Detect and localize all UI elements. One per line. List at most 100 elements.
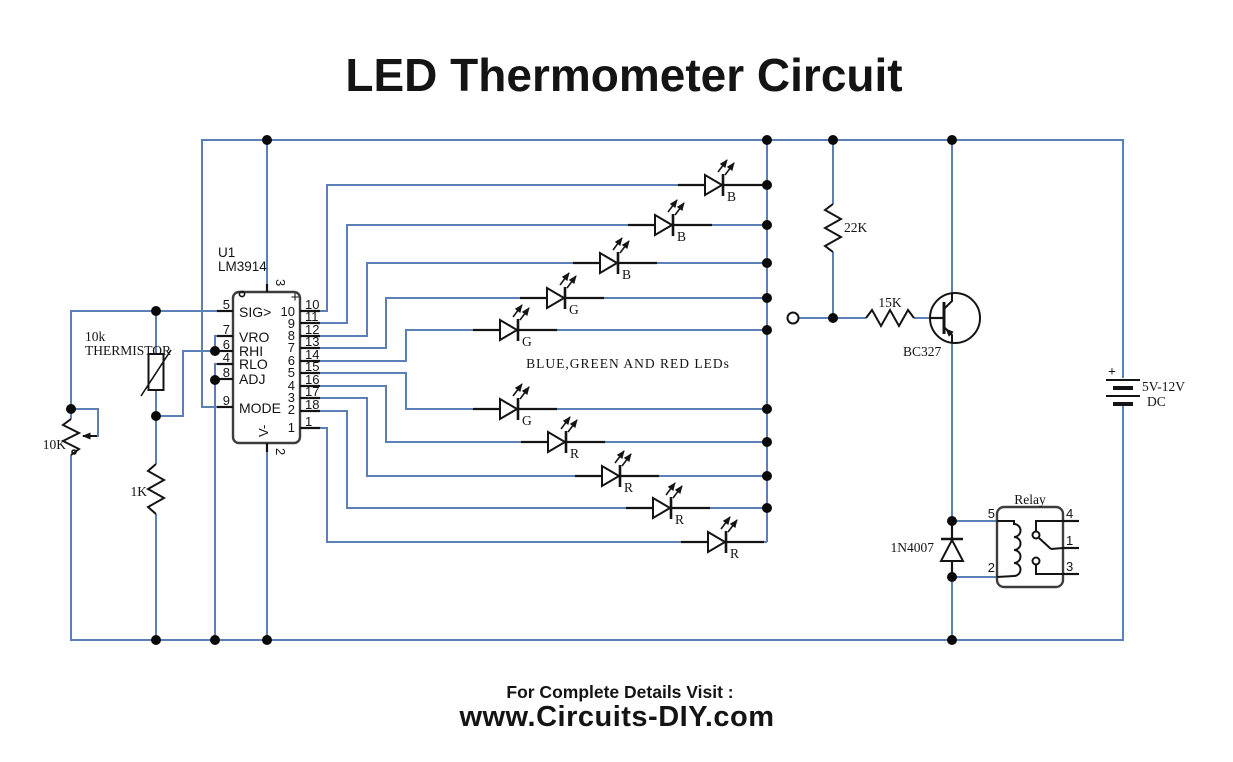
svg-text:10: 10 <box>305 297 319 312</box>
led-7-label: R <box>570 446 579 461</box>
led-3-label: B <box>622 267 631 282</box>
ic-pin1-indicator <box>238 290 246 298</box>
led-group: B B B G <box>473 159 764 561</box>
wire-vplus-rail <box>201 139 1124 408</box>
ic-lm3914: U1 LM3914 SIG> VRO RHI RLO ADJ MODE + V-… <box>217 245 320 455</box>
svg-text:11: 11 <box>305 309 319 324</box>
svg-text:3: 3 <box>288 390 295 405</box>
svg-text:5: 5 <box>223 297 230 312</box>
wire-rhi-thermistor <box>156 350 217 417</box>
led-1-blue: B <box>678 159 762 204</box>
wire-led-row-4 <box>318 297 767 349</box>
page-title: LED Thermometer Circuit <box>345 49 902 101</box>
relay: Relay 5 2 4 1 3 <box>988 492 1079 589</box>
potentiometer-label: 10K <box>43 437 67 452</box>
led-4-green: G <box>520 272 604 317</box>
thermistor: 10k THERMISTOR <box>85 329 172 397</box>
potentiometer: 10K <box>43 418 97 456</box>
resistor-22k-zigzag <box>822 203 844 253</box>
wire-ground-rail <box>70 406 1124 641</box>
transistor-bc327: BC327 <box>903 292 981 359</box>
thermistor-value-label: 10k <box>85 329 106 344</box>
resistor-22k: 22K <box>822 203 868 253</box>
ic-part: LM3914 <box>218 259 267 274</box>
wire-sig-left-rail <box>70 310 217 419</box>
ic-top-pin-number: 3 <box>273 279 288 286</box>
svg-text:1: 1 <box>305 414 312 429</box>
wire-layer <box>70 139 1124 641</box>
relay-label: Relay <box>1014 492 1046 507</box>
ic-left-pin-numbers: 5 7 6 4 8 9 <box>223 297 230 408</box>
wire-led-row-3 <box>318 262 767 337</box>
svg-text:4: 4 <box>1066 506 1073 521</box>
relay-coil <box>996 520 1022 578</box>
svg-text:5: 5 <box>988 506 995 521</box>
wire-led-row-9 <box>318 410 767 509</box>
svg-text:7: 7 <box>223 322 230 337</box>
ic-label-rlo: RLO <box>239 356 268 372</box>
footer-visit-text: For Complete Details Visit : <box>506 682 733 702</box>
wire-led-row-1 <box>318 184 767 312</box>
led-9-red: R <box>626 482 710 527</box>
resistor-15k: 15K <box>865 295 915 329</box>
transistor-label: BC327 <box>903 344 942 359</box>
svg-text:14: 14 <box>305 347 319 362</box>
svg-text:8: 8 <box>288 328 295 343</box>
wire-led-row-6 <box>318 372 767 410</box>
svg-text:2: 2 <box>988 560 995 575</box>
svg-text:4: 4 <box>223 350 230 365</box>
transistor-pnp-arrow <box>945 328 954 337</box>
ic-right-pin-numbers: 10 11 12 13 14 15 16 17 18 1 <box>305 297 319 429</box>
battery-plus-sign: + <box>1108 364 1116 379</box>
svg-text:1: 1 <box>288 420 295 435</box>
led-8-red: R <box>575 450 659 495</box>
transistor-collector-lead <box>943 293 953 310</box>
svg-text:16: 16 <box>305 372 319 387</box>
thermistor-name-label: THERMISTOR <box>85 343 171 358</box>
ic-label-sig: SIG> <box>239 304 271 320</box>
svg-text:6: 6 <box>288 353 295 368</box>
led-note: BLUE,GREEN AND RED LEDs <box>526 356 730 371</box>
svg-text:12: 12 <box>305 322 319 337</box>
ic-vminus-symbol: V- <box>256 425 271 437</box>
led-5-label: G <box>522 334 532 349</box>
svg-text:17: 17 <box>305 384 319 399</box>
relay-switch-arm <box>1038 537 1052 550</box>
relay-pin-numbers: 5 2 4 1 3 <box>988 506 1073 575</box>
resistor-1k-label: 1K <box>131 484 148 499</box>
diode-triangle <box>939 537 965 562</box>
wire-led-row-5 <box>318 329 767 362</box>
resistor-15k-zigzag <box>865 307 915 329</box>
led-6-green: G <box>473 383 557 428</box>
svg-text:5: 5 <box>288 365 295 380</box>
diode-label: 1N4007 <box>891 540 935 555</box>
diode-1n4007: 1N4007 <box>891 521 965 577</box>
wire-led-row-7 <box>318 385 767 443</box>
potentiometer-zigzag <box>60 418 82 456</box>
led-2-blue: B <box>628 199 712 244</box>
wire-led-row-2 <box>318 224 767 324</box>
led-10-label: R <box>730 546 739 561</box>
led-1-label: B <box>727 189 736 204</box>
led-9-label: R <box>675 512 684 527</box>
svg-text:1: 1 <box>1066 533 1073 548</box>
resistor-15k-label: 15K <box>878 295 902 310</box>
svg-text:15: 15 <box>305 359 319 374</box>
svg-text:4: 4 <box>288 378 295 393</box>
ic-label-mode: MODE <box>239 400 281 416</box>
led-3-blue: B <box>573 237 657 282</box>
battery-type-label: DC <box>1147 394 1166 409</box>
led-7-red: R <box>521 416 605 461</box>
ic-label-rhi: RHI <box>239 343 263 359</box>
battery: + 5V-12V DC <box>1106 364 1185 409</box>
ic-right-stubs <box>300 309 320 430</box>
junction-dots <box>66 135 957 645</box>
thermistor-diagonal <box>140 349 172 397</box>
resistor-22k-label: 22K <box>844 220 868 235</box>
relay-contact-upper <box>1031 530 1041 540</box>
led-5-green: G <box>473 304 557 349</box>
svg-text:18: 18 <box>305 397 319 412</box>
led-8-label: R <box>624 480 633 495</box>
led-6-label: G <box>522 413 532 428</box>
